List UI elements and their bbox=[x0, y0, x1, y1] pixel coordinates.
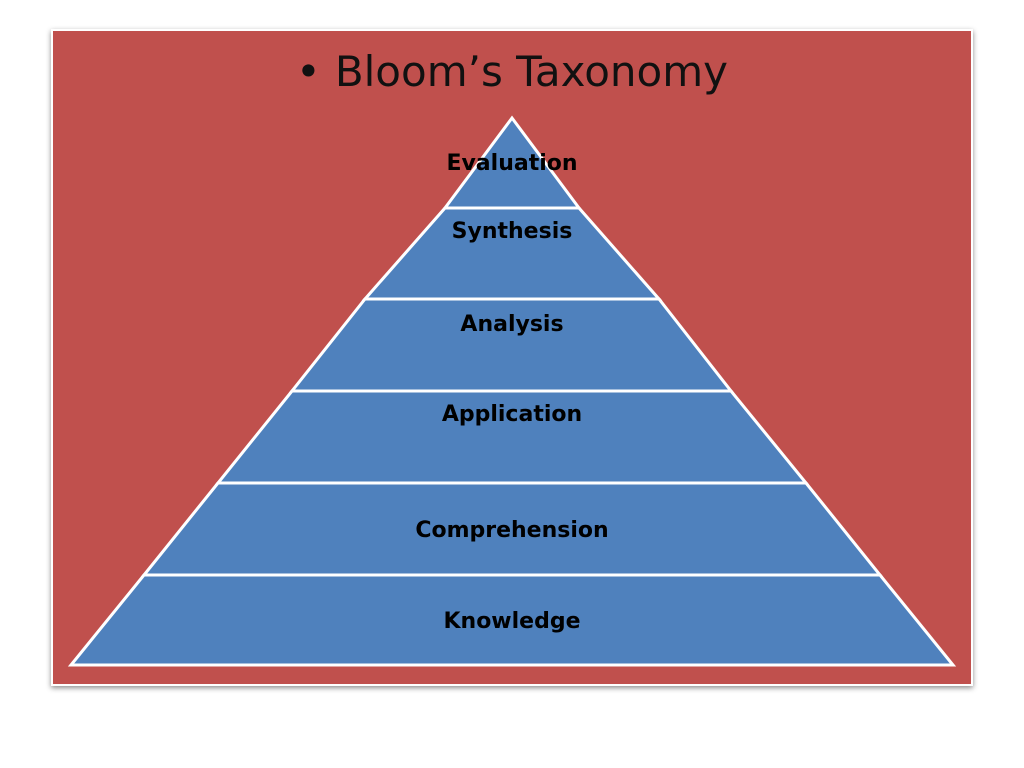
tier-label-evaluation: Evaluation bbox=[446, 151, 577, 176]
tier-knowledge bbox=[67, 573, 957, 667]
tier-label-comprehension: Comprehension bbox=[415, 518, 608, 543]
title-text: Bloom’s Taxonomy bbox=[334, 47, 728, 96]
slide-title: • Bloom’s Taxonomy bbox=[0, 40, 1024, 104]
tier-label-analysis: Analysis bbox=[460, 312, 563, 337]
tier-label-application: Application bbox=[442, 402, 582, 427]
tier-label-knowledge: Knowledge bbox=[443, 609, 580, 634]
tier-label-synthesis: Synthesis bbox=[452, 219, 573, 244]
bullet-glyph: • bbox=[296, 47, 321, 96]
